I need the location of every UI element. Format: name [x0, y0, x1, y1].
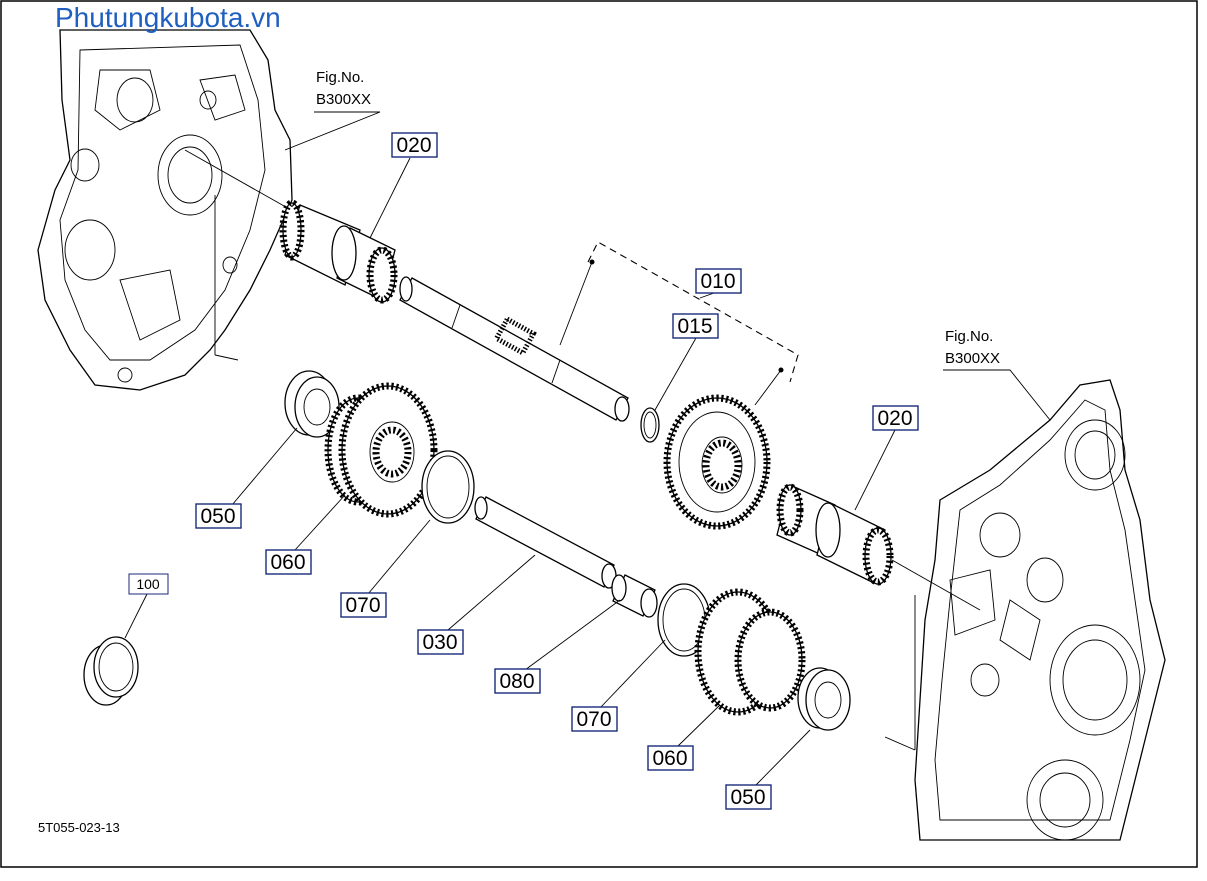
callout-label: 010	[700, 270, 735, 293]
callout-050-left[interactable]: 050	[195, 503, 242, 529]
callout-060-left[interactable]: 060	[265, 549, 312, 575]
callout-label: 050	[200, 505, 235, 528]
callout-label: 015	[677, 315, 712, 338]
callout-100[interactable]: 100	[128, 573, 169, 595]
fig-ref-right[interactable]: Fig.No. B300XX	[945, 328, 1000, 367]
callout-080[interactable]: 080	[494, 668, 541, 694]
callout-010[interactable]: 010	[695, 268, 742, 294]
gear-060-left	[324, 382, 438, 518]
right-housing	[884, 379, 1166, 841]
coupling-sleeve-lower	[776, 483, 981, 611]
callout-label: 020	[877, 407, 912, 430]
fig-ref-left[interactable]: Fig.No. B300XX	[316, 69, 371, 108]
callout-label: 060	[270, 551, 305, 574]
diagram-code: 5T055-023-13	[38, 820, 120, 835]
bearing-050-right	[797, 667, 851, 731]
callout-030[interactable]: 030	[417, 629, 464, 655]
leader-lines	[124, 111, 1051, 787]
fig-ref-number: B300XX	[316, 91, 371, 108]
callout-label: 020	[396, 134, 431, 157]
gear-010	[663, 394, 771, 530]
callout-label: 030	[422, 631, 457, 654]
group-bracket-010	[559, 241, 799, 406]
upper-shaft-assembly	[184, 149, 981, 611]
snap-ring-070-left	[421, 450, 475, 524]
left-housing	[37, 29, 293, 391]
callout-060-right[interactable]: 060	[647, 745, 694, 771]
shaft-030	[474, 496, 617, 589]
ring-100	[83, 636, 139, 706]
callout-label: 070	[345, 594, 380, 617]
callout-label: 080	[499, 670, 534, 693]
fig-ref-label: Fig.No.	[316, 69, 364, 86]
callout-050-right[interactable]: 050	[725, 784, 772, 810]
fig-ref-number: B300XX	[945, 350, 1000, 367]
bearing-050-left	[284, 370, 340, 438]
gear-060-right	[694, 588, 806, 716]
fig-ref-label: Fig.No.	[945, 328, 993, 345]
callout-label: 070	[576, 708, 611, 731]
callout-label: 100	[136, 576, 160, 592]
bushing-080	[611, 574, 658, 618]
callout-020-upper[interactable]: 020	[391, 132, 438, 158]
coupling-sleeve-upper	[279, 199, 398, 304]
main-shaft	[399, 276, 630, 422]
callout-015[interactable]: 015	[672, 313, 719, 339]
watermark: Phutungkubota.vn	[55, 2, 281, 33]
diagram-frame	[0, 0, 1198, 868]
callout-label: 060	[652, 747, 687, 770]
callout-020-lower[interactable]: 020	[872, 405, 919, 431]
callout-label: 050	[730, 786, 765, 809]
callout-070-left[interactable]: 070	[340, 592, 387, 618]
callout-070-right[interactable]: 070	[571, 706, 618, 732]
lower-shaft-assembly	[284, 370, 851, 731]
